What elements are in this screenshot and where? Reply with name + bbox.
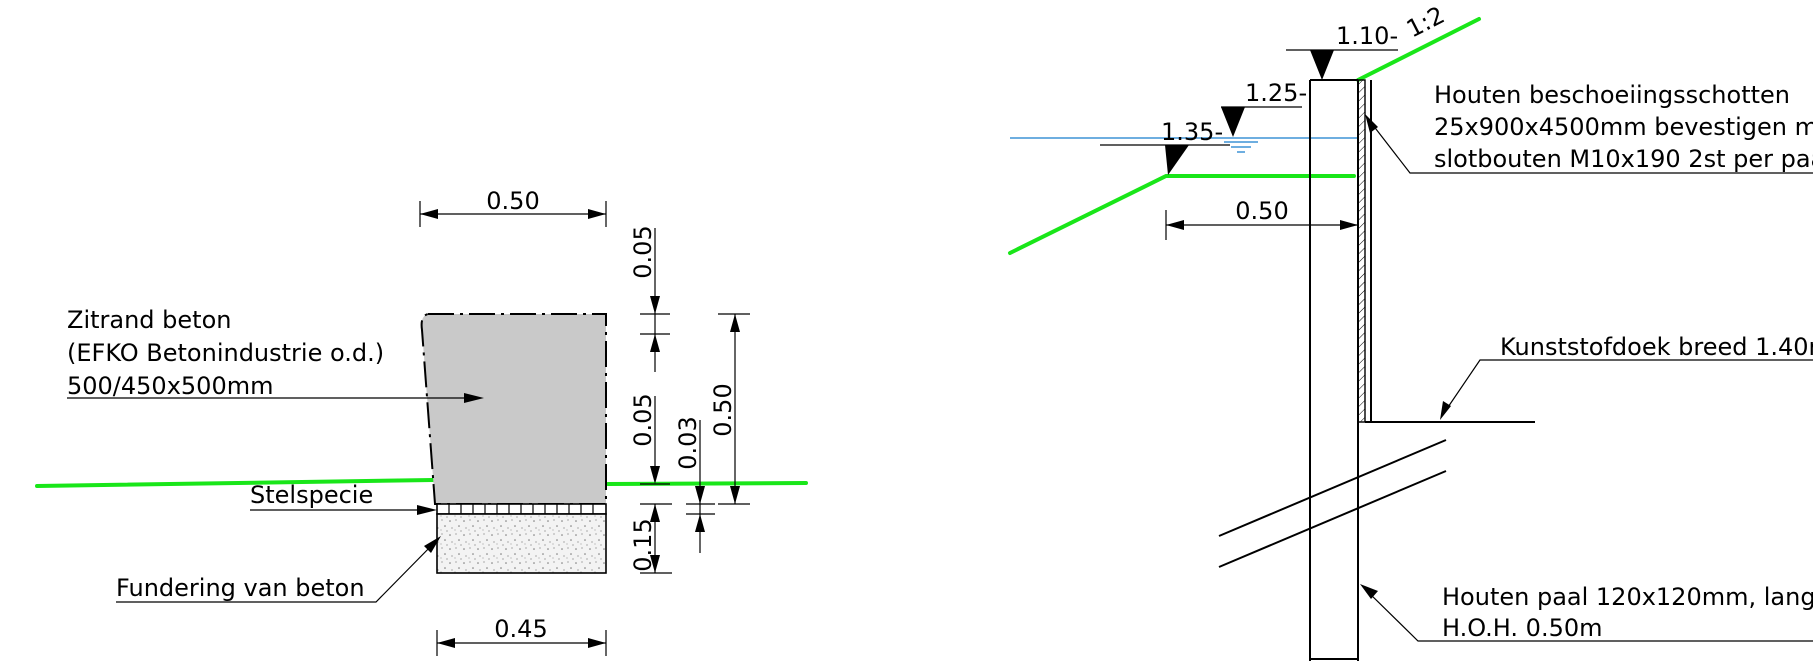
- label-boards-line1: Houten beschoeiingsschotten: [1434, 81, 1790, 109]
- label-geotextile-text: Kunststofdoek breed 1.40m: [1500, 333, 1813, 361]
- dim-bottom-width: 0.45: [436, 615, 607, 656]
- concrete-foundation: [436, 513, 607, 574]
- level-top-text: 1.10-: [1336, 22, 1398, 50]
- dim-foundation-text: 0.15: [629, 518, 657, 571]
- timber-post: [1309, 79, 1359, 661]
- dim-joint-text: 0.03: [674, 416, 702, 469]
- label-bedding-text: Stelspecie: [250, 481, 373, 509]
- dim-top-width-text: 0.50: [486, 187, 539, 215]
- label-boards: Houten beschoeiingsschotten 25x900x4500m…: [1365, 81, 1813, 174]
- bedding-joints: [448, 504, 594, 514]
- label-post: Houten paal 120x120mm, lang 3.00m H.O.H.…: [1360, 583, 1813, 642]
- dim-berm: 0.50: [1165, 197, 1358, 240]
- concrete-kerb: [420, 313, 607, 505]
- level-marker-low: 1.35-: [1100, 118, 1230, 175]
- anchor-strut: [1218, 439, 1447, 568]
- label-kerb: Zitrand beton (EFKO Betonindustrie o.d.)…: [67, 306, 484, 403]
- level-marker-top: 1.10- 1:2: [1286, 1, 1449, 80]
- timber-boards: [1357, 79, 1366, 423]
- label-boards-line3: slotbouten M10x190 2st per paal: [1434, 145, 1813, 173]
- label-bedding: Stelspecie: [250, 481, 437, 515]
- ground-line-berm: [1008, 174, 1356, 255]
- dim-lower-gap-text: 0.05: [629, 393, 657, 446]
- level-mid-text: 1.25-: [1245, 79, 1307, 107]
- dim-upper-gap-text: 0.05: [629, 225, 657, 278]
- dim-top-width: 0.50: [419, 187, 607, 227]
- label-kerb-line2: (EFKO Betonindustrie o.d.): [67, 339, 384, 367]
- ground-line-right: [606, 481, 808, 486]
- dim-bottom-width-text: 0.45: [494, 615, 547, 643]
- label-boards-line2: 25x900x4500mm bevestigen met: [1434, 113, 1813, 141]
- label-foundation: Fundering van beton: [116, 536, 441, 603]
- label-kerb-line3: 500/450x500mm: [67, 372, 273, 400]
- revetment-detail: 1.10- 1:2 1.25- 1.35- 0.50 Houten bescho…: [1008, 1, 1813, 661]
- dim-berm-text: 0.50: [1235, 197, 1288, 225]
- kerb-detail: 0.50 0.45 0.05 0.05 0.15 0.03: [35, 187, 808, 656]
- label-kerb-line1: Zitrand beton: [67, 306, 231, 334]
- dim-vertical-chain: 0.05 0.05 0.15 0.03 0.50: [629, 225, 750, 574]
- dim-total-height-text: 0.50: [709, 383, 737, 436]
- label-geotextile: Kunststofdoek breed 1.40m: [1440, 333, 1813, 420]
- level-low-text: 1.35-: [1161, 118, 1223, 146]
- label-post-line2: H.O.H. 0.50m: [1442, 614, 1603, 642]
- ground-line-left: [35, 478, 435, 488]
- level-marker-mid: 1.25-: [1221, 79, 1307, 137]
- water-level-symbol: [1224, 141, 1258, 153]
- label-foundation-text: Fundering van beton: [116, 574, 365, 602]
- label-post-line1: Houten paal 120x120mm, lang 3.00m: [1442, 583, 1813, 611]
- ground-line-top-slope: [1356, 17, 1481, 82]
